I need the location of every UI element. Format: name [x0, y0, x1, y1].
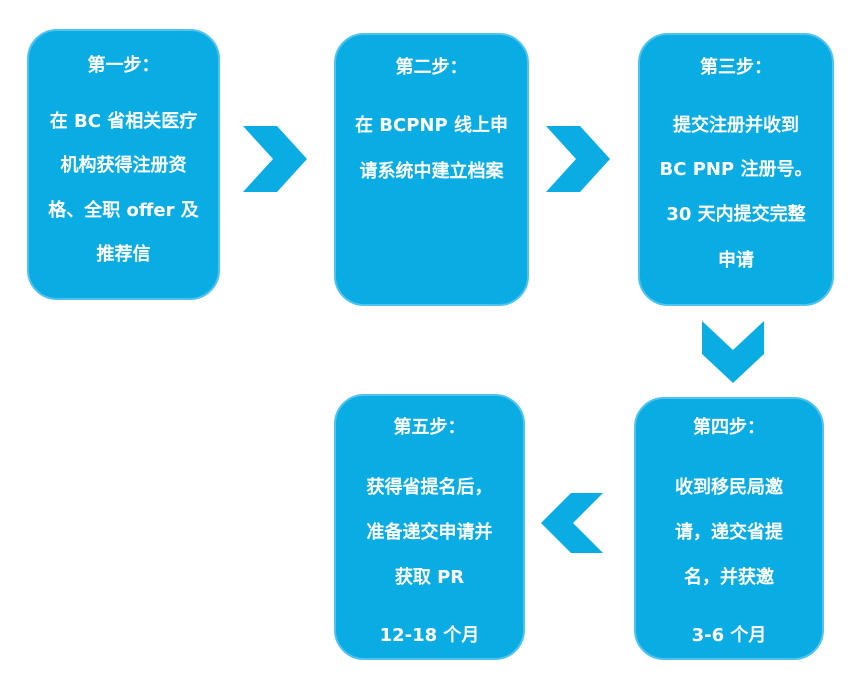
step-1-line-1: 在 BC 省相关医疗 [49, 111, 198, 132]
chevron-left-icon [541, 493, 603, 553]
chevron-right-icon [546, 126, 610, 192]
step-4-title: 第四步： [693, 417, 765, 438]
step-1-line-4: 推荐信 [96, 244, 151, 265]
step-1-line-3: 格、全职 offer 及 [48, 200, 199, 221]
step-5-duration: 12-18 个月 [379, 625, 480, 646]
step-4-box: 第四步： 收到移民局邀 请，递交省提 名，并获邀 3-6 个月 [634, 397, 824, 660]
step-3-box: 第三步： 提交注册并收到 BC PNP 注册号。 30 天内提交完整 申请 [638, 33, 834, 306]
step-5-line-3: 获取 PR [394, 567, 465, 588]
step-4-line-3: 名，并获邀 [684, 567, 774, 588]
step-3-line-4: 申请 [718, 250, 754, 271]
step-2-line-2: 请系统中建立档案 [359, 161, 504, 182]
step-5-title: 第五步： [393, 417, 466, 438]
step-3-line-1: 提交注册并收到 [673, 115, 799, 136]
step-3-title: 第三步： [700, 57, 772, 78]
step-5-box: 第五步： 获得省提名后， 准备递交申请并 获取 PR 12-18 个月 [334, 394, 525, 660]
step-3-line-2: BC PNP 注册号。 [659, 159, 813, 180]
step-1-box: 第一步： 在 BC 省相关医疗 机构获得注册资 格、全职 offer 及 推荐信 [27, 29, 220, 300]
step-5-line-2: 准备递交申请并 [366, 522, 493, 543]
step-4-duration: 3-6 个月 [691, 625, 767, 646]
step-2-box: 第二步： 在 BCPNP 线上申 请系统中建立档案 [334, 33, 529, 306]
step-4-line-2: 请，递交省提 [675, 522, 783, 543]
step-1-title: 第一步： [87, 55, 160, 76]
chevron-right-icon [243, 126, 307, 192]
step-1-line-2: 机构获得注册资 [60, 155, 187, 176]
step-2-line-1: 在 BCPNP 线上申 [355, 115, 508, 136]
step-4-line-1: 收到移民局邀 [675, 477, 783, 498]
step-3-line-3: 30 天内提交完整 [666, 204, 806, 225]
chevron-down-icon [702, 321, 764, 383]
step-5-line-1: 获得省提名后， [366, 477, 493, 498]
step-2-title: 第二步： [395, 57, 468, 78]
